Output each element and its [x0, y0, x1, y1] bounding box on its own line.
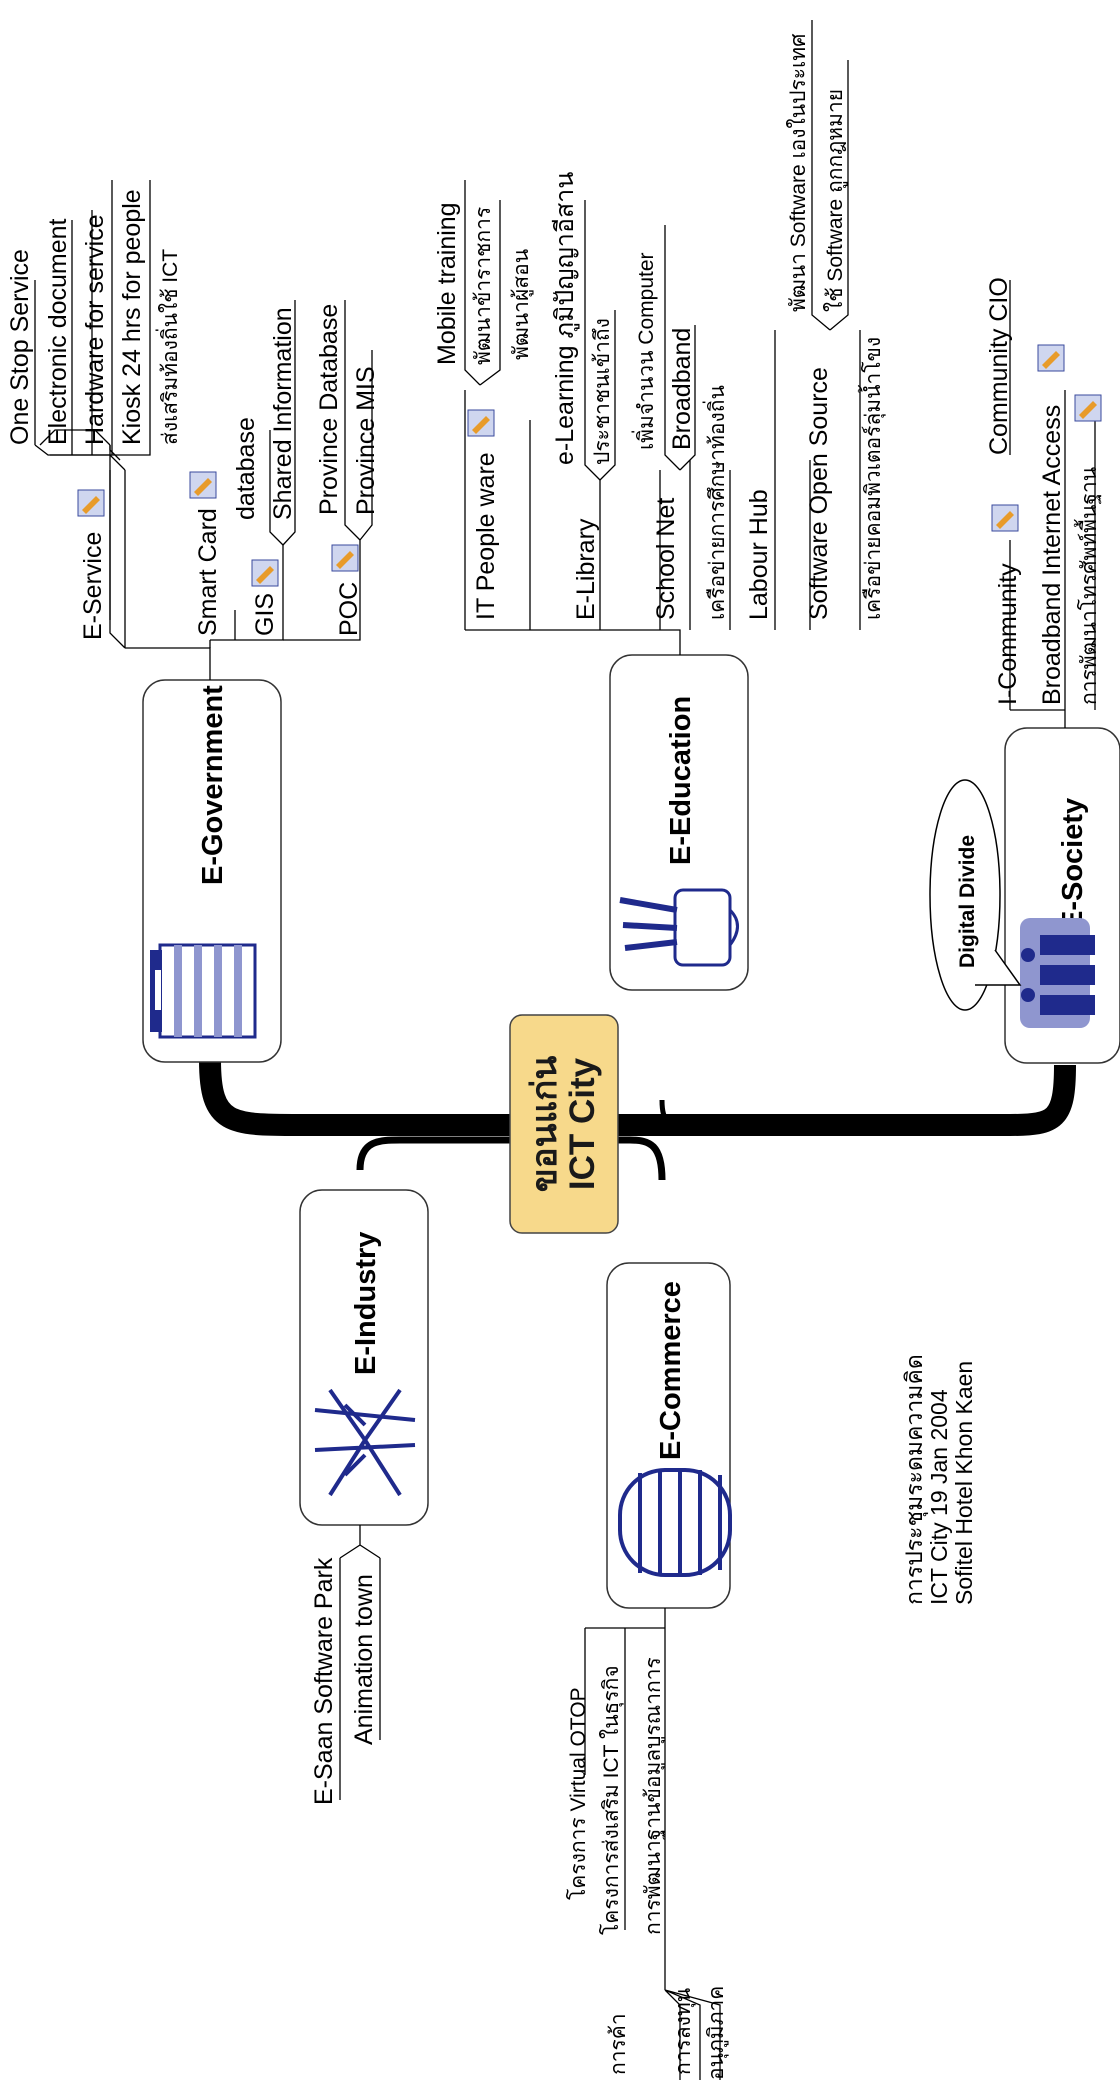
- center-title-ict: ICT City: [563, 1057, 602, 1190]
- broadband-label: Broadband: [668, 328, 696, 450]
- school-net-children-lines: [664, 225, 696, 471]
- node-e-commerce[interactable]: E-Commerce: [606, 1262, 732, 1609]
- province-mis-label: Province MIS: [352, 366, 380, 515]
- mekong-network-label: เครือข่ายคอมพิวเตอร์ลุ่มน้ำโขง: [858, 337, 886, 620]
- gis-children-lines: [269, 300, 296, 546]
- animation-town-label: Animation town: [350, 1574, 378, 1745]
- coin-stack-icon: [618, 1468, 732, 1577]
- e-service-note-icon: [77, 489, 105, 517]
- develop-software-label: พัฒนา Software เองในประเทศ: [786, 33, 810, 312]
- government-branches: [50, 445, 211, 680]
- virtual-otop-label: โครงการ Virtual OTOP: [566, 1687, 590, 1900]
- software-park-label: E-Saan Software Park: [310, 1557, 338, 1805]
- community-cio-note-icon: [1037, 344, 1065, 372]
- school-net-label: School Net: [652, 498, 680, 620]
- people-group-icon: [1020, 918, 1095, 1028]
- node-e-society[interactable]: E-Society: [1004, 727, 1120, 1064]
- i-community-note-icon: [991, 504, 1019, 532]
- meeting-note: การประชุมระดมความคิด ICT City 19 Jan 200…: [901, 1354, 977, 1605]
- electronic-document-label: Electronic document: [44, 218, 72, 445]
- mobile-training-label: Mobile training: [433, 202, 461, 365]
- meeting-note-thai: การประชุมระดมความคิด: [901, 1354, 928, 1605]
- node-e-education[interactable]: E-Education: [609, 654, 749, 991]
- hardware-for-service-label: Hardware for service: [81, 214, 109, 445]
- e-library-label: E-Library: [572, 518, 600, 620]
- center-title-thai: ขอนแก่น: [525, 1056, 564, 1193]
- trunk: [199, 1059, 1076, 1181]
- promote-ict-business-label: โครงการส่งเสริม ICT ในธุรกิจ: [599, 1665, 624, 1935]
- e-service-label: E-Service: [79, 532, 107, 640]
- meeting-note-venue: Sofitel Hotel Khon Kaen: [951, 1361, 977, 1605]
- open-source-children-lines: [811, 20, 849, 331]
- develop-teachers-label: พัฒนาผู้สอน: [510, 249, 534, 360]
- promote-local-ict-label: ส่งเสริมท้องถิ่นใช้ ICT: [155, 249, 182, 445]
- broadband-access-note-icon: [1074, 394, 1102, 422]
- government-building-icon: [150, 943, 257, 1039]
- meeting-note-date: ICT City 19 Jan 2004: [926, 1389, 952, 1605]
- broadband-access-label: Broadband Internet Access: [1038, 405, 1066, 705]
- province-database-label: Province Database: [315, 304, 343, 515]
- labour-hub-label: Labour Hub: [745, 489, 773, 620]
- e-learning-label: e-Learning ภูมิปัญญาอีสาน: [551, 172, 580, 465]
- commerce-branch-lines: [584, 1608, 721, 2080]
- e-education-label: E-Education: [665, 696, 697, 865]
- digital-divide-callout: Digital Divide: [929, 779, 1022, 1011]
- kiosk-label: Kiosk 24 hrs for people: [118, 189, 146, 445]
- it-people-children-lines: [464, 180, 501, 386]
- e-industry-label: E-Industry: [350, 1232, 382, 1375]
- smart-card-label: Smart Card: [194, 508, 222, 636]
- e-society-label: E-Society: [1057, 798, 1089, 930]
- develop-officials-label: พัฒนาข้าราชการ: [472, 207, 495, 365]
- society-branch-lines: [1009, 390, 1096, 728]
- database-label: database: [232, 417, 260, 520]
- industry-branch-lines: [339, 1525, 381, 1800]
- more-computers-label: เพิ่มจำนวน Computer: [631, 252, 658, 450]
- poc-children-lines: [283, 300, 373, 641]
- it-people-note-icon: [467, 409, 495, 437]
- education-branch-lines: [464, 330, 861, 655]
- digital-divide-label: Digital Divide: [956, 835, 979, 968]
- smart-gis-poc-lines: [209, 545, 284, 648]
- people-access-label: ประชาชนเข้าถึง: [591, 318, 614, 465]
- e-service-children-lines: [34, 180, 151, 456]
- legal-software-label: ใช้ Software ถูกกฎหมาย: [823, 89, 848, 312]
- it-people-ware-label: IT People ware: [472, 452, 500, 620]
- poc-note-icon: [331, 544, 359, 572]
- integrated-database-label: การพัฒนาฐานข้อมูลบูรณาการ: [642, 1657, 666, 1935]
- power-tower-icon: [314, 1388, 416, 1497]
- e-library-children-lines: [584, 200, 616, 481]
- center-node[interactable]: ขอนแก่น ICT City: [509, 1014, 619, 1234]
- e-service-connector: [39, 429, 111, 620]
- subregion-label: อนุภูมิภาค: [705, 1986, 729, 2080]
- one-stop-service-label: One Stop Service: [6, 249, 34, 445]
- trade-label: การค้า: [607, 2013, 630, 2075]
- investment-label: การลงทุน: [672, 1988, 696, 2075]
- community-cio-label: Community CIO: [985, 277, 1013, 455]
- smart-card-note-icon: [189, 471, 217, 499]
- phone-development-label: การพัฒนาโทรศัพท์พื้นฐาน: [1074, 467, 1101, 705]
- e-government-label: E-Government: [197, 685, 229, 885]
- software-open-source-label: Software Open Source: [805, 367, 833, 620]
- i-community-label: I-Community: [994, 563, 1022, 705]
- e-commerce-label: E-Commerce: [655, 1281, 687, 1460]
- shared-information-label: Shared Information: [269, 307, 297, 520]
- gis-label: GIS: [251, 593, 279, 636]
- cup-with-pencils-icon: [619, 888, 739, 967]
- node-e-government[interactable]: E-Government: [142, 679, 282, 1063]
- node-e-industry[interactable]: E-Industry: [299, 1189, 429, 1526]
- local-education-network-label: เครือข่ายการศึกษาท้องถิ่น: [702, 385, 729, 620]
- poc-label: POC: [335, 582, 363, 636]
- gis-note-icon: [251, 559, 279, 587]
